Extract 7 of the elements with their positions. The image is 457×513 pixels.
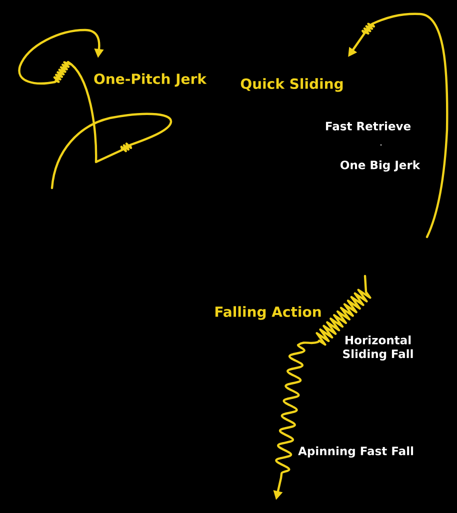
motion-label: One Big Jerk xyxy=(340,160,420,172)
motion-label: Falling Action xyxy=(215,306,321,320)
motion-label: Fast Retrieve xyxy=(326,122,411,130)
motion-label: Quick Sliding xyxy=(240,78,343,92)
motion-label: Apinning Fast Fall xyxy=(298,446,414,458)
motion-label: One-Pitch Jerk xyxy=(94,73,207,87)
motion-label: Horizontal Sliding Fall xyxy=(343,336,413,360)
